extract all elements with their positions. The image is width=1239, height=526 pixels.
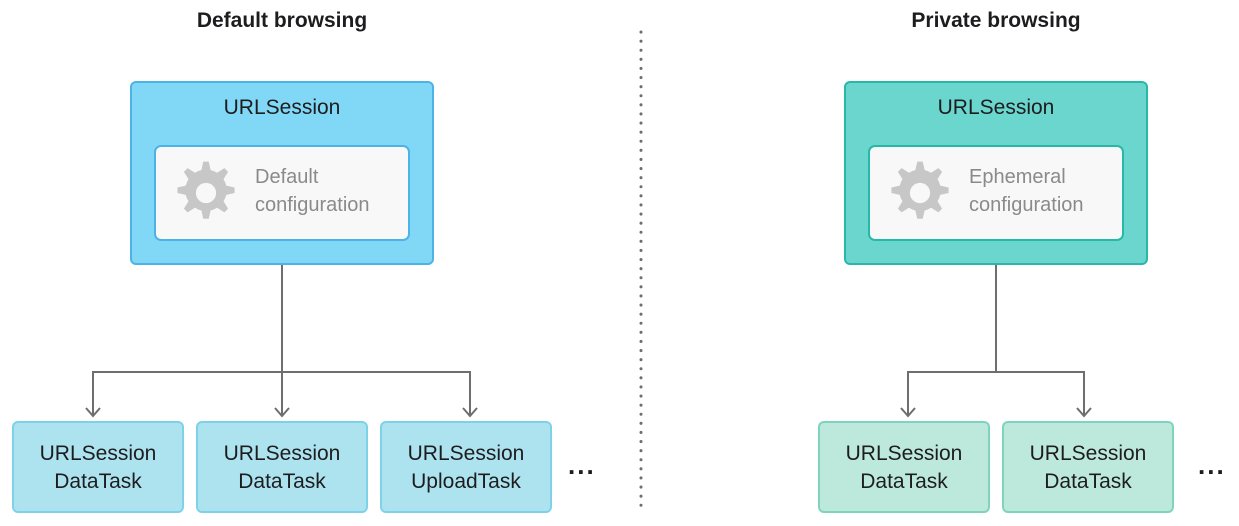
urlsession-default-box: URLSession Default configuration [130, 81, 434, 265]
task-box: URLSession DataTask [1002, 421, 1174, 513]
configuration-name: Ephemeral [969, 166, 1066, 188]
configuration-label: Ephemeral configuration [969, 163, 1084, 219]
left-arrow-2 [274, 407, 290, 418]
urlsession-ephemeral-box: URLSession Ephemeral configuration [844, 81, 1148, 265]
task-line2: DataTask [54, 470, 142, 493]
left-arrow-1 [85, 407, 101, 418]
urlsession-title: URLSession [223, 96, 341, 119]
task-box: URLSession UploadTask [380, 421, 552, 513]
task-line2: DataTask [238, 470, 326, 493]
configuration-label: Default configuration [255, 163, 370, 219]
task-line2: DataTask [860, 470, 948, 493]
default-configuration-card: Default configuration [154, 145, 410, 241]
right-arrow-2 [1076, 407, 1092, 418]
more-tasks-ellipsis: ... [568, 450, 596, 480]
task-line1: URLSession [407, 442, 525, 465]
task-box: URLSession DataTask [12, 421, 184, 513]
urlsession-title: URLSession [937, 96, 1055, 119]
task-line1: URLSession [845, 442, 963, 465]
configuration-word: configuration [255, 194, 370, 216]
right-branch-line [907, 371, 1085, 415]
more-tasks-ellipsis: ... [1198, 450, 1226, 480]
heading-private-browsing: Private browsing [911, 9, 1081, 32]
task-line1: URLSession [1029, 442, 1147, 465]
task-line2: UploadTask [411, 470, 521, 493]
gear-icon [891, 161, 949, 219]
task-line1: URLSession [39, 442, 157, 465]
task-line1: URLSession [223, 442, 341, 465]
configuration-name: Default [255, 166, 319, 188]
right-arrow-1 [900, 407, 916, 418]
task-box: URLSession DataTask [818, 421, 990, 513]
left-arrow-3 [462, 407, 478, 418]
task-line2: DataTask [1044, 470, 1132, 493]
heading-default-browsing: Default browsing [196, 9, 368, 32]
task-box: URLSession DataTask [196, 421, 368, 513]
ephemeral-configuration-card: Ephemeral configuration [868, 145, 1124, 241]
left-branch-line [92, 371, 471, 415]
configuration-word: configuration [969, 194, 1084, 216]
gear-icon [177, 161, 235, 219]
